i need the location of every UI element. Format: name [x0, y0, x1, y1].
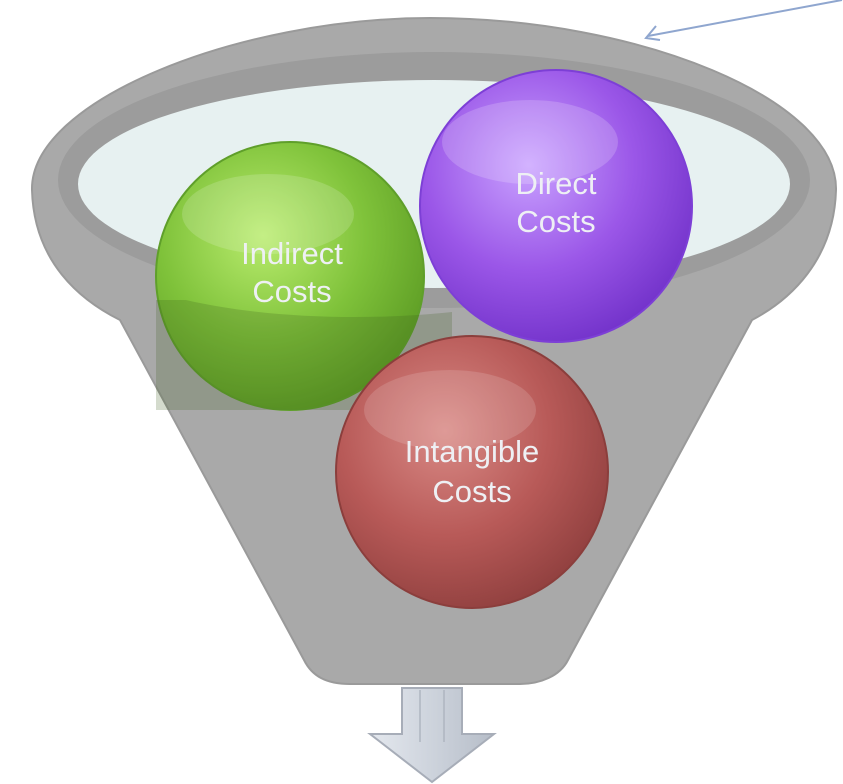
- ball-indirect-label-line2: Costs: [252, 274, 331, 309]
- ball-intangible: Intangible Costs: [335, 335, 609, 609]
- ball-direct-label-line2: Costs: [516, 204, 595, 239]
- ball-indirect-label-line1: Indirect: [241, 236, 343, 271]
- ball-direct-label-line1: Direct: [516, 166, 597, 201]
- output-arrow: [367, 687, 497, 784]
- ball-intangible-label-line1: Intangible: [405, 434, 539, 469]
- ball-intangible-label-line2: Costs: [432, 474, 511, 509]
- ball-indirect: Indirect Costs: [155, 141, 425, 411]
- pointer-arrowhead: [644, 25, 661, 41]
- ball-direct: Direct Costs: [419, 69, 693, 343]
- pointer-line: [647, 0, 843, 37]
